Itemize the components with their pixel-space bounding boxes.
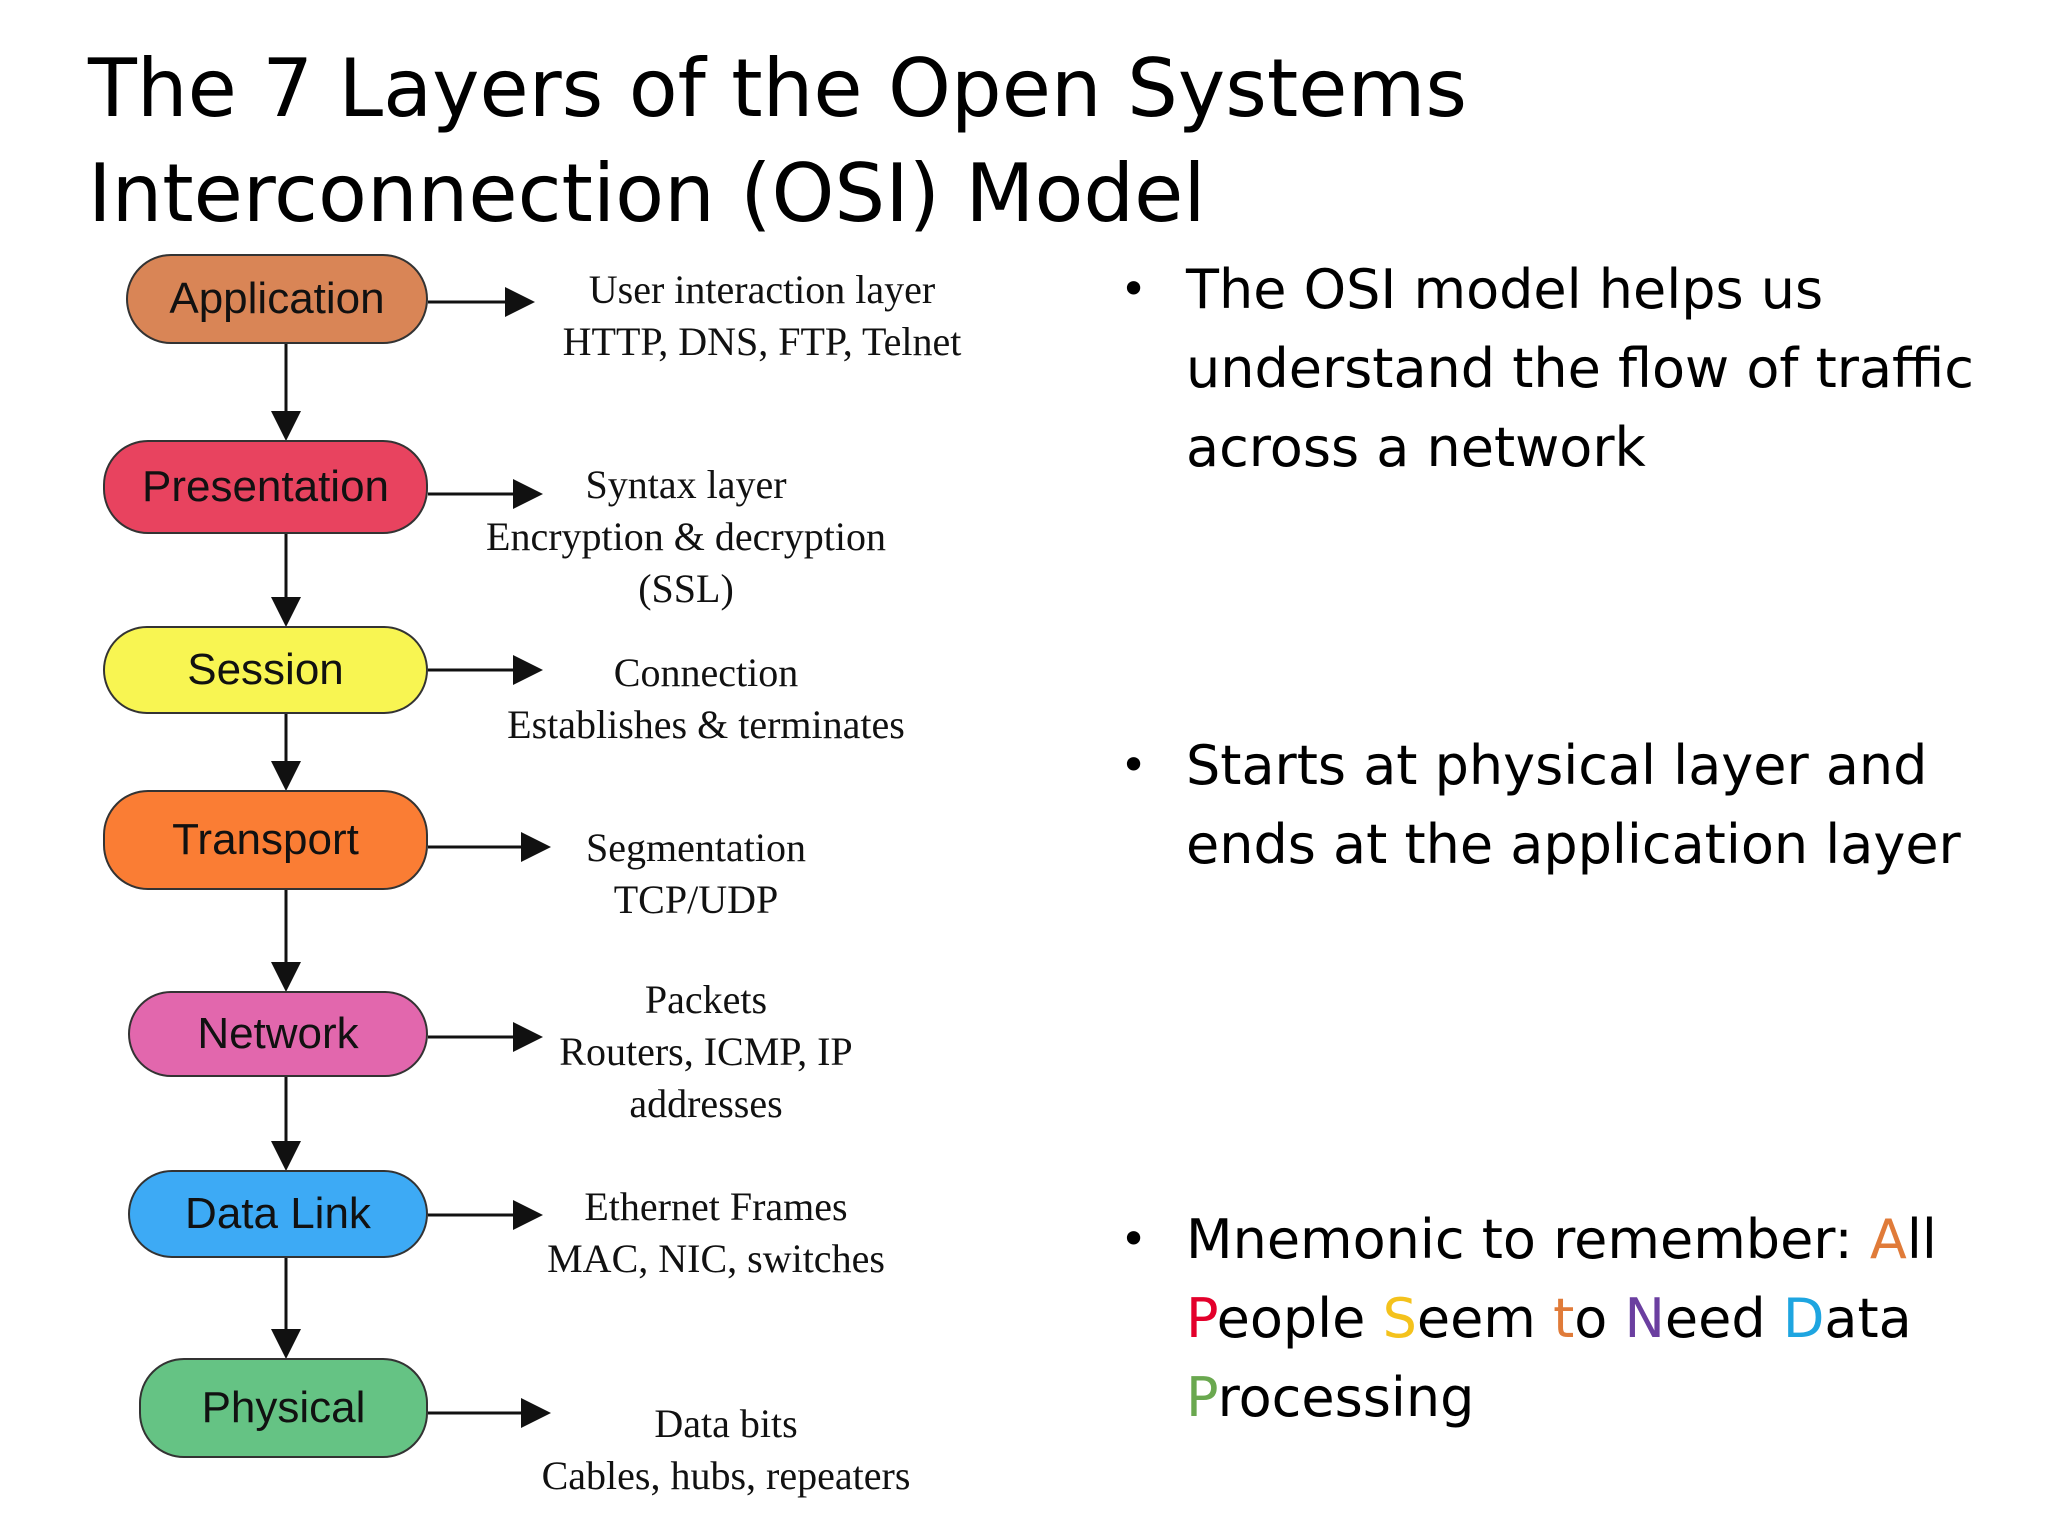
description-line: Data bits	[654, 1401, 798, 1446]
description-line: Establishes & terminates	[507, 702, 905, 747]
bullet-marker: •	[1120, 738, 1148, 792]
mnemonic-rest: rocessing	[1217, 1366, 1475, 1429]
mnemonic-word: to	[1553, 1287, 1607, 1350]
mnemonic-word: All	[1870, 1208, 1937, 1271]
mnemonic-rest: eed	[1664, 1287, 1766, 1350]
description-line: Cables, hubs, repeaters	[541, 1453, 911, 1498]
description-line: (SSL)	[638, 566, 734, 611]
mnemonic-words: All People Seem to Need Data Processing	[1186, 1208, 1937, 1429]
mnemonic-initial: S	[1382, 1287, 1417, 1350]
mnemonic-initial: D	[1782, 1287, 1825, 1350]
layer-session: Session	[103, 626, 428, 714]
mnemonic-rest: eople	[1216, 1287, 1366, 1350]
mnemonic-text: Mnemonic to remember: All People Seem to…	[1186, 1200, 1980, 1437]
mnemonic-initial: P	[1186, 1366, 1218, 1429]
description-line: Ethernet Frames	[584, 1184, 848, 1229]
bullet-flow: • The OSI model helps us understand the …	[1120, 250, 1980, 487]
layer-application: Application	[126, 254, 428, 344]
description-line: Packets	[644, 977, 768, 1022]
mnemonic-word: People	[1186, 1287, 1365, 1350]
mnemonic-initial: P	[1186, 1287, 1217, 1350]
bullet-text: Starts at physical layer and ends at the…	[1186, 734, 1961, 876]
mnemonic-rest: o	[1574, 1287, 1608, 1350]
bullet-marker: •	[1120, 1212, 1148, 1266]
mnemonic-rest: ll	[1906, 1208, 1937, 1271]
layer-transport: Transport	[103, 790, 428, 890]
bullet-mnemonic: • Mnemonic to remember: All People Seem …	[1120, 1200, 1980, 1437]
description-line: Routers, ICMP, IP	[559, 1029, 853, 1074]
layer-data-link: Data Link	[128, 1170, 428, 1258]
mnemonic-rest: ata	[1824, 1287, 1912, 1350]
description-line: MAC, NIC, switches	[547, 1236, 885, 1281]
description-line: addresses	[629, 1081, 783, 1126]
mnemonic-initial: A	[1869, 1208, 1907, 1271]
layer-physical: Physical	[139, 1358, 428, 1458]
description-line: Connection	[613, 650, 799, 695]
mnemonic-word: Seem	[1383, 1287, 1536, 1350]
description-line: Encryption & decryption	[486, 514, 886, 559]
page-title: The 7 Layers of the Open Systems Interco…	[88, 42, 1468, 240]
description-line: HTTP, DNS, FTP, Telnet	[562, 319, 962, 364]
mnemonic-rest: eem	[1416, 1287, 1536, 1350]
mnemonic-prefix: Mnemonic to remember:	[1186, 1208, 1870, 1271]
bullet-marker: •	[1120, 262, 1148, 316]
mnemonic-initial: t	[1553, 1287, 1575, 1350]
description-line: Syntax layer	[585, 462, 787, 507]
bullet-text: The OSI model helps us understand the fl…	[1186, 258, 1974, 479]
mnemonic-word: Need	[1625, 1287, 1766, 1350]
layer-network: Network	[128, 991, 428, 1077]
mnemonic-initial: N	[1624, 1287, 1665, 1350]
mnemonic-word: Data	[1783, 1287, 1912, 1350]
mnemonic-word: Processing	[1186, 1366, 1474, 1429]
description-line: Segmentation	[586, 825, 806, 870]
description-line: TCP/UDP	[613, 877, 779, 922]
description-line: User interaction layer	[588, 267, 936, 312]
bullet-direction: • Starts at physical layer and ends at t…	[1120, 726, 1980, 884]
layer-presentation: Presentation	[103, 440, 428, 534]
